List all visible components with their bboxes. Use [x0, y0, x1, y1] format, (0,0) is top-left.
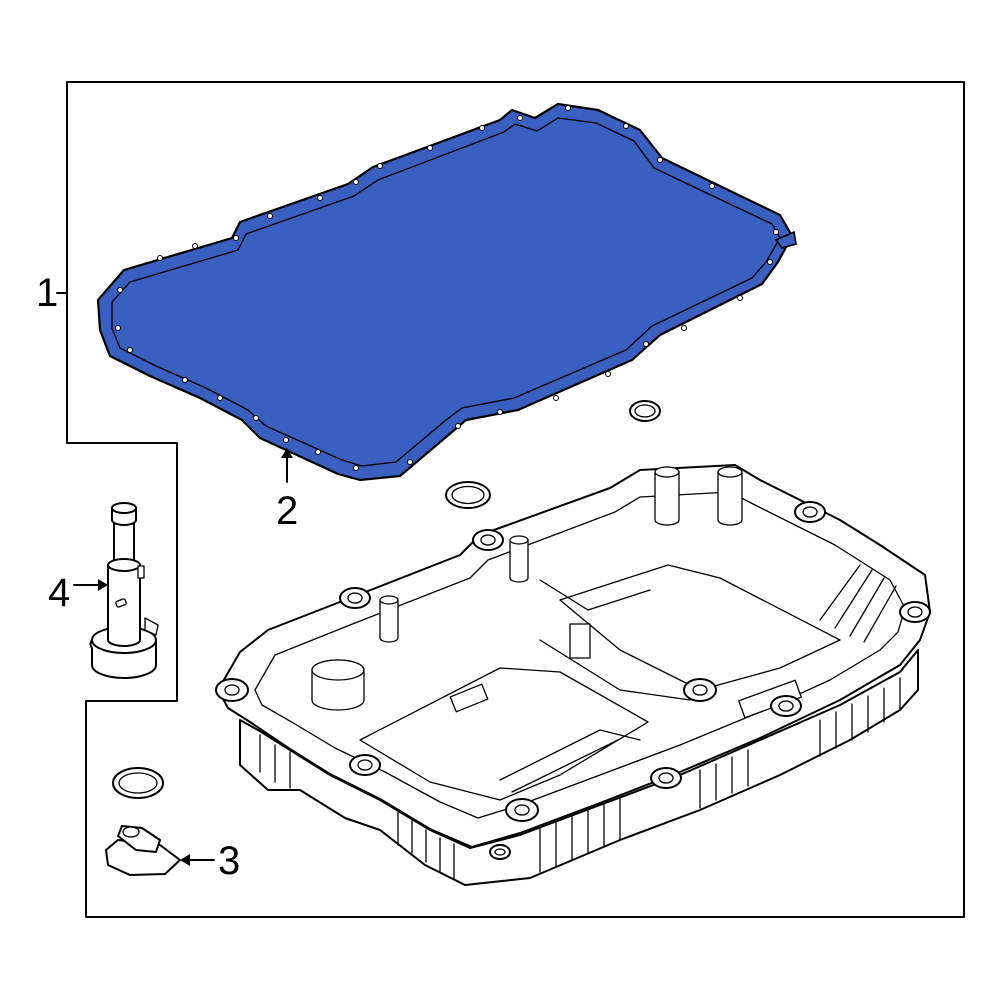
callout-4-label: 4 [48, 571, 70, 615]
gasket-bolt-holes [115, 105, 779, 471]
gasket-inner-edge [111, 117, 781, 467]
callout-3[interactable]: 3 [180, 839, 240, 883]
callout-1-label: 1 [36, 271, 58, 315]
fill-tube-slot [137, 565, 145, 579]
gasket-outline [96, 102, 794, 482]
pan-rib-diagonal-3 [499, 729, 641, 781]
fill-tube[interactable] [89, 502, 159, 679]
fill-tube-bracket [144, 617, 159, 636]
pan-rib-diagonal-4 [511, 739, 619, 793]
fill-tube-pin [115, 598, 127, 608]
assembly-frame [66, 81, 965, 918]
pan-post-3 [654, 471, 680, 526]
pan-side-vanes [819, 564, 897, 643]
pan-bolt-bosses [215, 501, 931, 860]
drain-plug[interactable] [105, 825, 181, 876]
gasket-tab [774, 230, 797, 249]
pan-post-1 [379, 599, 399, 643]
pan-filter-area [359, 667, 649, 801]
drain-plug-seal-ring[interactable] [112, 767, 164, 799]
seal-ring-small[interactable] [629, 400, 661, 422]
pan-filter-tab [569, 623, 591, 659]
pan-rib-diagonal-2 [539, 579, 651, 611]
callout-4[interactable]: 4 [48, 571, 108, 615]
pan-gasket[interactable] [96, 102, 797, 482]
callout-1[interactable]: 1 [36, 271, 68, 315]
callout-3-label: 3 [218, 839, 240, 883]
callout-2-arrowhead [281, 448, 293, 458]
pan-rib-diagonal-1 [539, 639, 691, 701]
callout-4-arrowhead [98, 579, 108, 591]
seal-ring-medium[interactable] [445, 481, 491, 509]
pan-inner-wall [254, 491, 906, 819]
callout-2[interactable]: 2 [276, 448, 298, 533]
transmission-pan[interactable] [215, 464, 931, 886]
pan-boss-square [449, 683, 489, 713]
callout-3-arrowhead [180, 854, 190, 866]
pan-cooling-fins [259, 677, 901, 881]
pan-post-2 [509, 539, 529, 583]
pan-post-4 [717, 471, 743, 526]
callout-2-label: 2 [276, 489, 298, 533]
pan-recess-right [559, 564, 841, 691]
